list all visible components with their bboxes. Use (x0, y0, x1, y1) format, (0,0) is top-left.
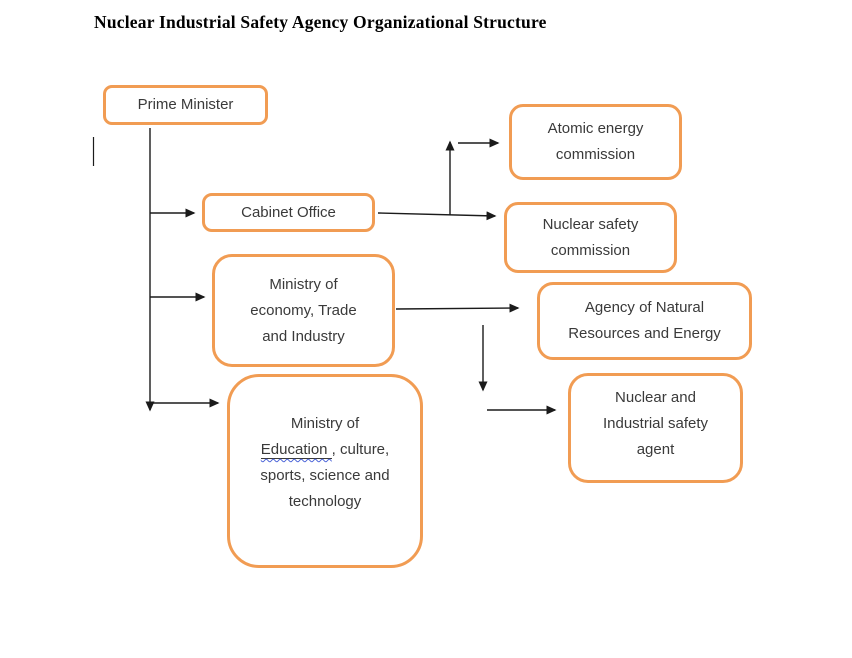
node-label: commission (550, 241, 631, 259)
node-label: and Industry (262, 327, 345, 345)
misspelled-word-underline: Education (260, 441, 332, 459)
node-label: Cabinet Office (241, 203, 336, 221)
node-label: Resources and Energy (568, 325, 721, 342)
node-cabinet-office: Cabinet Office (202, 193, 375, 232)
node-nuclear-industrial-safety-agent: Nuclear and Industrial safety agent (568, 373, 743, 483)
edge-to-agency-natural-resources (395, 303, 520, 313)
node-prime-minister: Prime Minister (103, 85, 268, 125)
node-atomic-energy-commission: Atomic energy commission (509, 104, 682, 180)
node-label: Agency of Natural (584, 299, 705, 316)
node-label-rest: , culture, (331, 441, 390, 458)
node-label: commission (555, 146, 636, 163)
node-label: agent (636, 441, 675, 458)
node-label: Ministry of (290, 415, 360, 432)
node-label: Nuclear and (615, 389, 696, 406)
node-label: Nuclear safety (542, 215, 639, 233)
node-label: Atomic energy (547, 120, 644, 137)
node-agency-natural-resources-energy: Agency of Natural Resources and Energy (537, 282, 752, 360)
node-label: Education , culture, (230, 437, 420, 463)
node-nuclear-safety-commission: Nuclear safety commission (504, 202, 677, 273)
node-label: Ministry of (269, 275, 338, 293)
node-ministry-economy-trade-industry: Ministry of economy, Trade and Industry (212, 254, 395, 367)
node-label: Prime Minister (137, 96, 234, 113)
node-label: technology (288, 493, 362, 510)
node-ministry-education-culture-sports-science-technology: Ministry of Education , culture, sports,… (227, 374, 423, 568)
node-label: sports, science and (260, 467, 390, 484)
node-label: Industrial safety (602, 415, 709, 432)
page-title: Nuclear Industrial Safety Agency Organiz… (94, 12, 547, 32)
node-label: economy, Trade (250, 301, 357, 319)
edge-to-nuclear-safety-commission (377, 211, 497, 221)
